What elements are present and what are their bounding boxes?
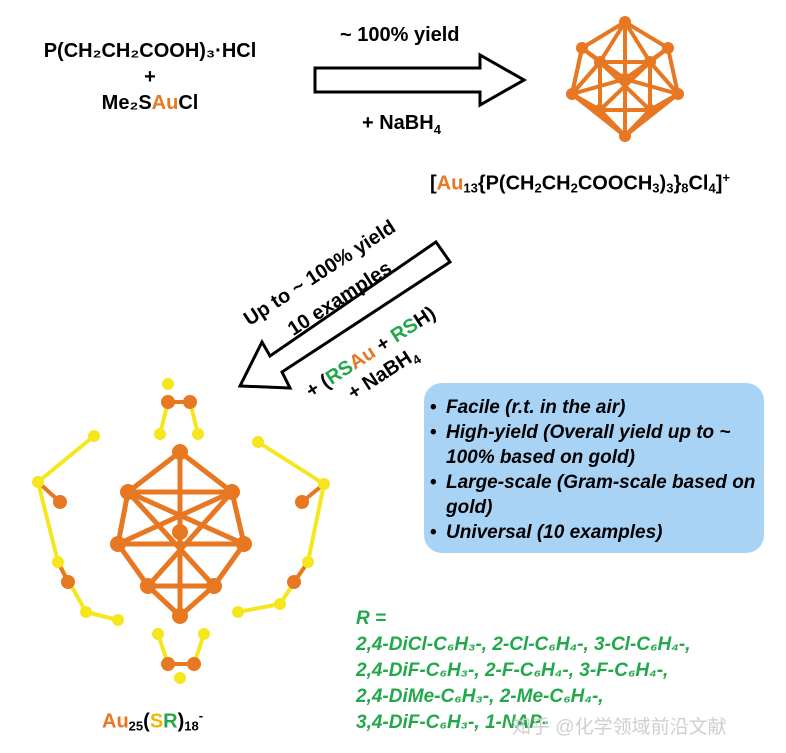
me2s-text: Me₂S	[101, 92, 152, 114]
s-symbol: S	[149, 710, 164, 733]
r-line-4: 3,4-DiF-C₆H₃-, 1-NAP-	[356, 712, 549, 733]
r-line-2: 2,4-DiF-C₆H₃-, 2-F-C₆H₄-, 3-F-C₆H₄-,	[356, 660, 669, 681]
r-line-3: 2,4-DiMe-C₆H₃-, 2-Me-C₆H₄-,	[356, 686, 604, 707]
bracket-open: [	[430, 172, 437, 195]
au-symbol: Au	[102, 710, 129, 733]
formula-part: ]	[715, 172, 723, 195]
r-header: R =	[356, 608, 387, 629]
formula-sub: 3	[666, 180, 674, 196]
formula-part: Cl	[688, 172, 709, 195]
nabh-sub: 4	[433, 122, 441, 137]
top-arrow-reagent: + NaBH4	[362, 112, 441, 137]
feature-large-scale: Large-scale (Gram-scale based on gold)	[430, 470, 764, 520]
formula-part: CH	[541, 172, 571, 195]
au-symbol: Au	[436, 172, 464, 195]
top-arrow-yield: ~ 100% yield	[340, 24, 460, 46]
au25-cluster-structure	[32, 378, 330, 684]
paren-open: (	[143, 710, 150, 733]
formula-charge: +	[722, 170, 730, 185]
nabh-text: + NaBH	[362, 112, 434, 134]
formula-part: }	[673, 172, 682, 195]
r-group-list: R = 2,4-DiCl-C₆H₃-, 2-Cl-C₆H₄-, 3-Cl-C₆H…	[356, 606, 776, 736]
formula-part: )	[659, 172, 667, 195]
ligand-count: 18	[184, 718, 199, 734]
au13-icosahedron-structure	[566, 16, 684, 142]
top-reaction-arrow	[313, 52, 528, 108]
au-count: 25	[128, 718, 144, 734]
reactant-gold-complex: Me₂SAuCl	[20, 90, 280, 116]
r-symbol: R	[163, 710, 178, 733]
au-text: Au	[151, 92, 179, 114]
diagonal-reaction-arrow	[237, 239, 452, 390]
formula-part: {P(CH	[477, 172, 535, 195]
feature-high-yield: High-yield (Overall yield up to ~ 100% b…	[430, 420, 764, 470]
formula-sub: 4	[708, 180, 716, 196]
formula-part: COOCH	[577, 172, 653, 195]
plus-sign: +	[144, 66, 156, 88]
feature-universal: Universal (10 examples)	[430, 520, 764, 545]
formula-sub: 3	[652, 180, 660, 196]
cl-text: Cl	[178, 92, 199, 114]
feature-facile: Facile (r.t. in the air)	[430, 395, 764, 420]
formula-charge: -	[198, 708, 204, 723]
reactant-phosphine: P(CH₂CH₂COOH)₃·HCl	[43, 40, 257, 62]
au13-formula: [Au13{P(CH2CH2COOCH3)3}8Cl4]+	[430, 170, 730, 196]
paren-close: )	[177, 710, 185, 733]
reactants: P(CH₂CH₂COOH)₃·HCl + Me₂SAuCl	[20, 38, 280, 116]
au-count: 13	[463, 180, 478, 196]
features-box: Facile (r.t. in the air) High-yield (Ove…	[424, 383, 764, 553]
au25-formula: Au25(SR)18-	[102, 708, 203, 734]
watermark: 知乎 @化学领域前沿文献	[512, 717, 727, 738]
formula-sub: 8	[681, 180, 689, 196]
formula-sub: 2	[570, 180, 578, 196]
r-line-1: 2,4-DiCl-C₆H₃-, 2-Cl-C₆H₄-, 3-Cl-C₆H₄-,	[356, 634, 691, 655]
formula-sub: 2	[534, 180, 542, 196]
